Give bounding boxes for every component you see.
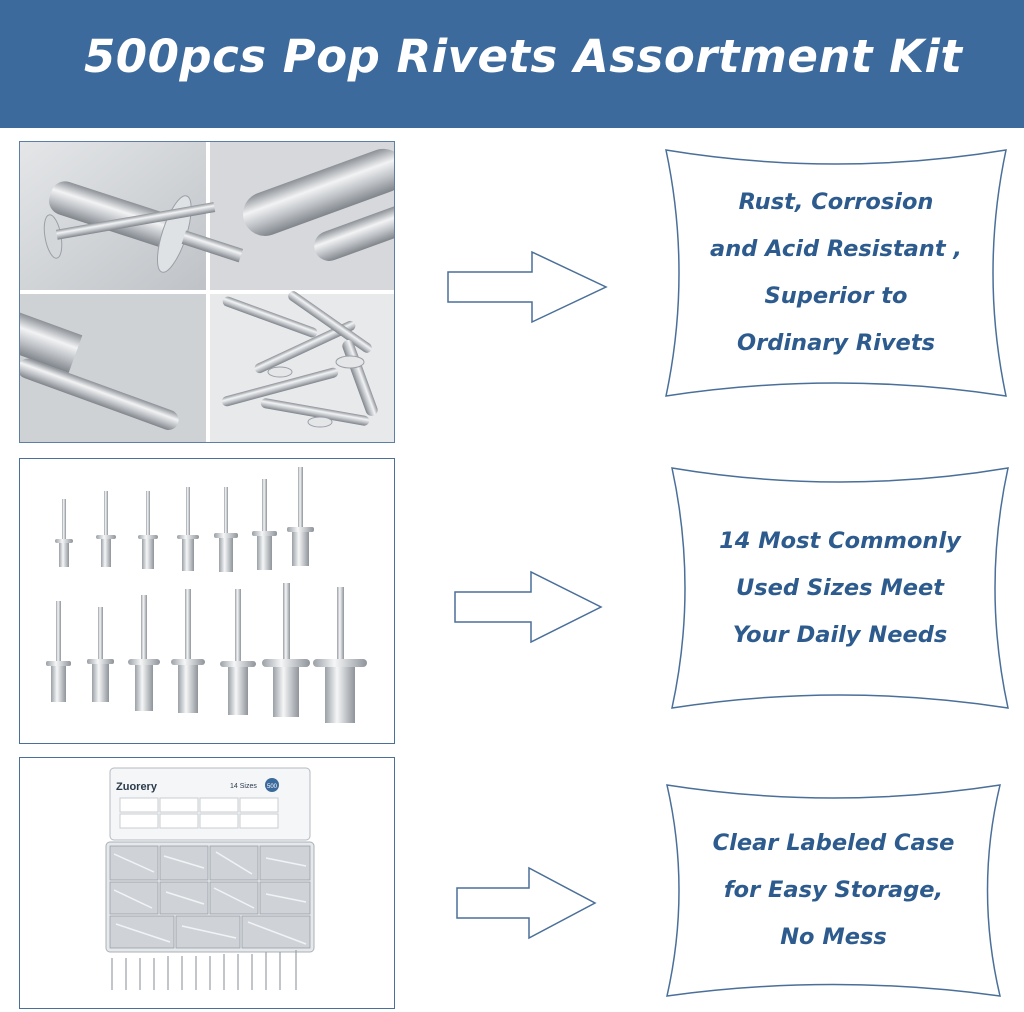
rivet-sizes-illustration [46, 467, 367, 723]
case-count-badge-icon [265, 778, 279, 792]
callout-line: Superior to [764, 283, 908, 309]
callout-line: Clear Labeled Case [712, 830, 955, 856]
callout-common-sizes: 14 Most Commonly Used Sizes Meet Your Da… [668, 466, 1012, 710]
header-banner: 500pcs Pop Rivets Assortment Kit [0, 0, 1024, 128]
right-arrow-icon [456, 866, 597, 940]
callout-line: No Mess [780, 924, 887, 950]
callout-line: Your Daily Needs [732, 621, 948, 648]
callout-line: Rust, Corrosion [738, 189, 934, 215]
case-count-badge: 500 [267, 784, 278, 790]
callout-line: and Acid Resistant , [710, 236, 962, 262]
callout-line: Ordinary Rivets [737, 330, 935, 356]
callout-line: for Easy Storage, [723, 877, 944, 903]
callout-rust-resistant: Rust, Corrosion and Acid Resistant , Sup… [662, 148, 1010, 398]
callout-line: 14 Most Commonly [719, 527, 961, 554]
storage-case-illustration: Zuorery 14 Sizes 500 [105, 767, 315, 990]
callout-frame [671, 467, 1009, 709]
callout-labeled-case: Clear Labeled Case for Easy Storage, No … [663, 783, 1004, 998]
case-brand: Zuorery [116, 781, 158, 793]
page-title: 500pcs Pop Rivets Assortment Kit [84, 30, 963, 83]
rivet-sizes-panel [19, 458, 395, 744]
closeup-photo-grid [20, 142, 394, 442]
closeup-photos-panel [19, 141, 395, 443]
storage-case-panel: Zuorery 14 Sizes 500 [19, 757, 395, 1009]
callout-frame [665, 149, 1007, 397]
right-arrow-icon [454, 570, 603, 644]
callout-frame [666, 784, 1001, 997]
callout-line: Used Sizes Meet [735, 574, 945, 601]
right-arrow-icon [447, 250, 608, 324]
case-sizes-label: 14 Sizes [230, 783, 257, 790]
